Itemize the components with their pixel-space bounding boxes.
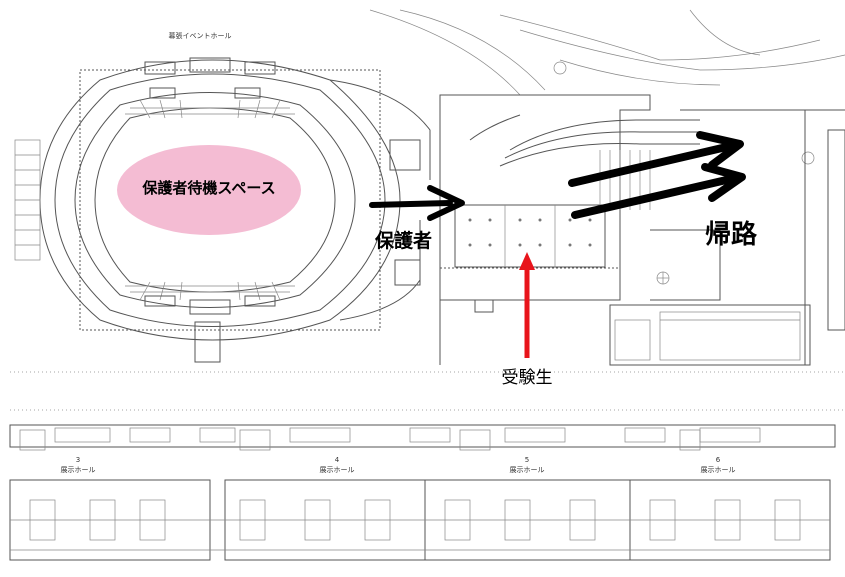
hall-name: 展示ホール <box>61 466 96 474</box>
return-route-label: 帰路 <box>705 219 758 250</box>
right-area <box>609 109 845 366</box>
waiting-space-label: 保護者待機スペース <box>141 179 275 197</box>
arena: 幕張イベントホール <box>14 31 431 363</box>
hall-name: 展示ホール <box>701 466 736 474</box>
top-road-lines <box>369 9 845 96</box>
hall-number: 4 <box>335 456 340 464</box>
arrow-right-icon <box>369 185 465 221</box>
arena-name: 幕張イベントホール <box>169 31 232 40</box>
double-arrow-right-icon <box>568 131 746 219</box>
hall-name: 展示ホール <box>320 466 355 474</box>
exhibition-halls: 3 展示ホール 4 展示ホール 5 展示ホール 6 展示ホール <box>9 424 836 561</box>
guardian-label: 保護者 <box>374 229 432 252</box>
hall-number: 3 <box>76 456 80 464</box>
hall-number: 6 <box>716 456 721 464</box>
hall-number: 5 <box>525 456 529 464</box>
road-boundary <box>10 371 845 411</box>
examinee-label: 受験生 <box>502 368 553 388</box>
arrow-up-icon <box>519 252 535 358</box>
hall-name: 展示ホール <box>510 466 545 474</box>
waiting-space-area <box>117 145 301 235</box>
